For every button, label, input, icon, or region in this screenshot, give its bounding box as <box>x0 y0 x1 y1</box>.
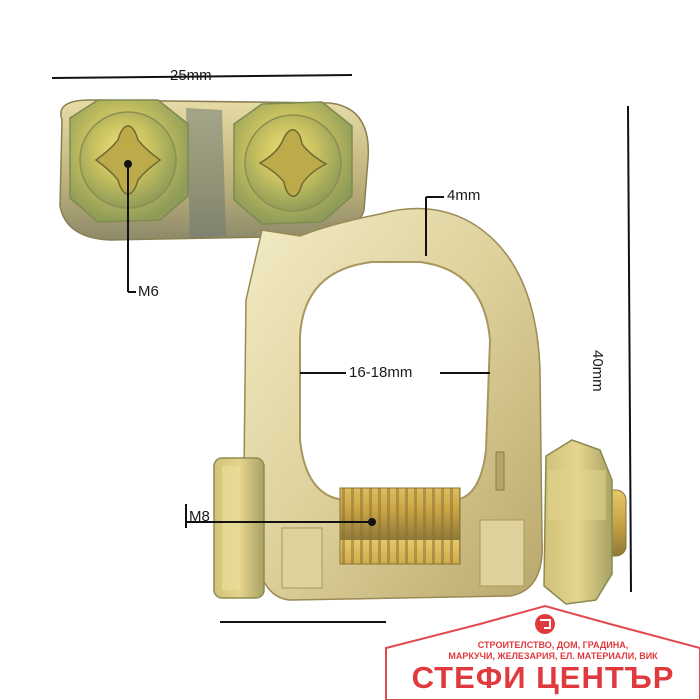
watermark-tagline: СТРОИТЕЛСТВО, ДОМ, ГРАДИНА, МАРКУЧИ, ЖЕЛ… <box>442 640 664 662</box>
hex-screw-right <box>233 101 353 225</box>
brand-mark-icon <box>535 614 555 634</box>
clamp-body <box>243 207 543 601</box>
dimension-lines <box>51 74 632 623</box>
strap-dimension-label: 4mm <box>447 187 481 204</box>
screw-size-label: M6 <box>138 283 159 300</box>
bolt-m8 <box>213 457 627 599</box>
clamp-diameter-label: 16-18mm <box>349 364 413 381</box>
watermark-brand-name: СТЕФИ ЦЕНТЪР <box>411 660 675 695</box>
height-dimension-label: 40mm <box>589 350 606 392</box>
phillips-slot-icon <box>258 129 328 197</box>
width-dimension-label: 25mm <box>170 67 212 84</box>
tagline-line-1: СТРОИТЕЛСТВО, ДОМ, ГРАДИНА, <box>477 640 629 650</box>
watermark-logo <box>385 604 700 700</box>
bolt-size-label: M8 <box>189 508 210 525</box>
m8-marker-dot <box>368 518 376 526</box>
hex-nut <box>543 439 613 605</box>
tagline-line-2: МАРКУЧИ, ЖЕЛЕЗАРИЯ, ЕЛ. МАТЕРИАЛИ, ВИК <box>448 651 658 661</box>
m6-marker-dot <box>124 160 132 168</box>
